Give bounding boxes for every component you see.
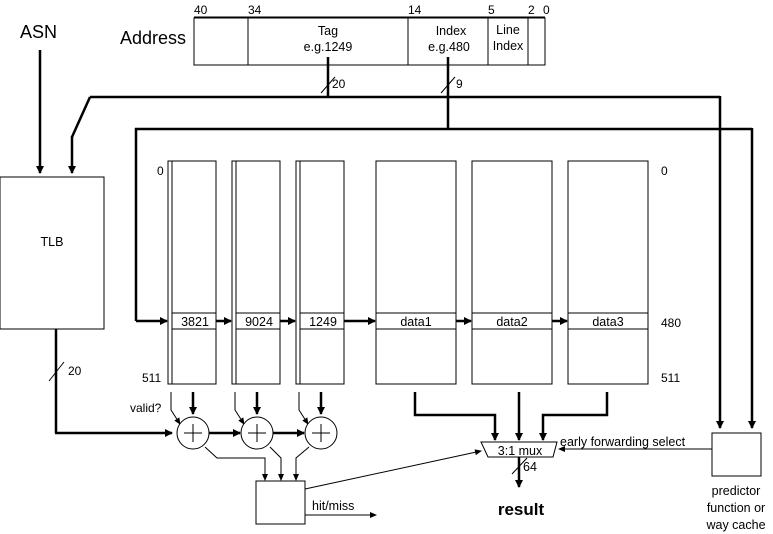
data-value: data1 <box>400 315 431 329</box>
row-label-511-left: 511 <box>142 371 161 385</box>
index-bus <box>134 57 756 429</box>
tlb-bus-width: 20 <box>68 364 82 378</box>
bit-40: 40 <box>194 3 208 17</box>
address-register <box>193 16 546 66</box>
hit-to-mux-wire <box>304 449 482 490</box>
index-bus-width: 9 <box>456 77 463 91</box>
comparator-3 <box>304 416 338 450</box>
address-label: Address <box>120 28 186 48</box>
row-label-0-right: 0 <box>661 164 668 178</box>
tag-array-2: 9024 <box>231 160 296 425</box>
data-array-3: data3 <box>567 160 649 385</box>
tag-array-1: 3821 <box>167 160 232 425</box>
line-index-label-1: Line <box>496 23 520 37</box>
predictor-label-1: predictor <box>712 484 761 498</box>
tag-array-3: 1249 <box>295 160 376 425</box>
tag-field-title: Tag <box>318 24 338 38</box>
mux-bus-width: 64 <box>523 460 537 474</box>
valid-wire <box>234 392 245 425</box>
tag-bus-width: 20 <box>332 77 346 91</box>
valid-wire <box>170 392 181 425</box>
tag-value: 3821 <box>181 315 209 329</box>
row-label-511-right: 511 <box>661 371 680 385</box>
comparator-2 <box>240 416 305 450</box>
mux-3-1 <box>480 441 558 458</box>
tag-field-example: e.g.1249 <box>304 40 353 54</box>
data-array-2: data2 <box>471 160 568 385</box>
tlb-output-bus <box>48 329 173 437</box>
tag-value: 9024 <box>245 315 273 329</box>
asn-label: ASN <box>20 22 57 42</box>
bit-34: 34 <box>248 3 262 17</box>
data-array-1: data1 <box>375 160 472 385</box>
tag-bus <box>68 57 724 429</box>
bit-5: 5 <box>488 3 495 17</box>
data-to-mux-wires <box>413 392 609 441</box>
index-field-title: Index <box>436 24 467 38</box>
predictor-block <box>711 432 762 477</box>
compare-to-hit-wires <box>204 446 310 481</box>
data-entry <box>567 312 649 330</box>
index-field-example: e.g.480 <box>428 40 470 54</box>
valid-label: valid? <box>130 401 162 415</box>
predictor-label-2: function or <box>707 501 765 515</box>
data-value: data3 <box>592 315 623 329</box>
early-forwarding-label: early forwarding select <box>560 435 686 449</box>
bit-2: 2 <box>528 3 535 17</box>
data-value: data2 <box>496 315 527 329</box>
result-label: result <box>498 500 545 519</box>
row-label-480-right: 480 <box>661 316 681 330</box>
comparator-1 <box>176 416 241 450</box>
hit-logic-block <box>255 480 306 525</box>
mux-output-bus <box>511 457 528 488</box>
bit-0: 0 <box>543 3 550 17</box>
tlb-label: TLB <box>41 235 64 249</box>
bit-14: 14 <box>408 3 422 17</box>
hit-miss-label: hit/miss <box>312 499 354 513</box>
tlb-block <box>0 176 105 330</box>
row-label-0-left: 0 <box>157 164 164 178</box>
line-index-label-2: Index <box>493 39 524 53</box>
predictor-label-3: way cache <box>705 518 765 532</box>
mux-label: 3:1 mux <box>498 444 543 458</box>
tag-value: 1249 <box>309 315 337 329</box>
valid-wire <box>298 392 309 425</box>
